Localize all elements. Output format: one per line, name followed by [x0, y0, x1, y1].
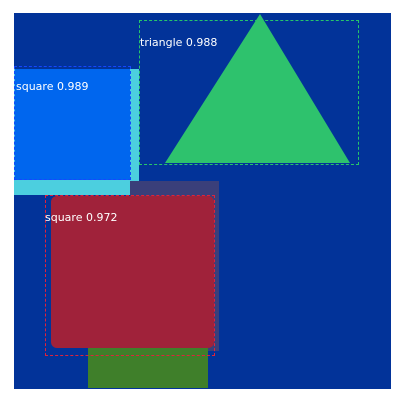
red-square-mask [51, 196, 214, 348]
triangle-mask [165, 14, 350, 163]
square-detection-box-2[interactable] [45, 195, 215, 356]
square-detection-box-1[interactable] [14, 66, 131, 180]
triangle-detection-label: triangle 0.988 [140, 36, 218, 49]
square-detection-label-1: square 0.989 [16, 80, 89, 93]
blue-square-mask [15, 69, 130, 180]
square-detection-label-2: square 0.972 [45, 211, 118, 224]
green-square [88, 344, 208, 388]
triangle-detection-box[interactable] [139, 20, 359, 165]
